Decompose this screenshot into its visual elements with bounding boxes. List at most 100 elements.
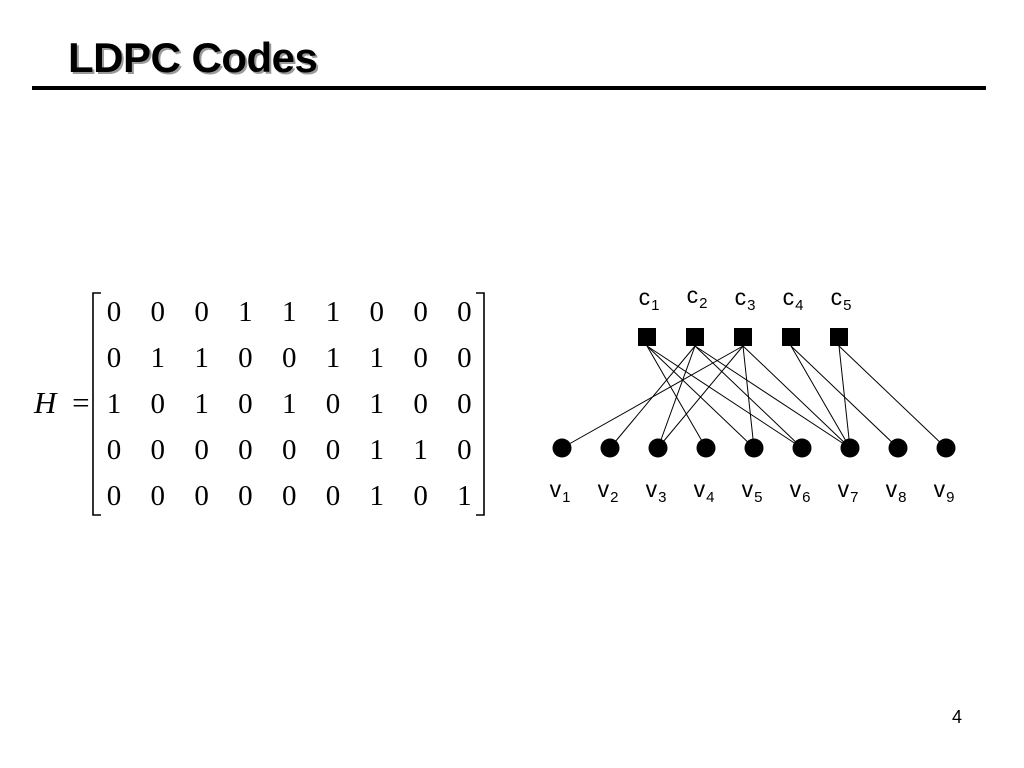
edge-c2-v3: [657, 345, 696, 449]
check-node-label-c1: c1: [639, 284, 660, 314]
matrix-cell: 0: [107, 296, 122, 328]
check-nodes: [638, 328, 848, 346]
matrix-cell: 0: [238, 480, 253, 512]
variable-node-label-v5: v5: [742, 476, 763, 506]
variable-node-label-subscript: 8: [898, 489, 906, 506]
matrix-cell: 1: [457, 480, 472, 512]
variable-node-label-letter: v: [646, 476, 658, 502]
slide-number: 4: [951, 707, 962, 727]
matrix-cell: 1: [413, 434, 428, 466]
variable-node-label-v7: v7: [838, 476, 859, 506]
variable-node-v7: [840, 438, 860, 458]
matrix-cell: 0: [457, 388, 472, 420]
matrix-cell: 0: [107, 434, 122, 466]
variable-node-label-subscript: 1: [562, 489, 570, 506]
edge-c5-v7: [838, 345, 851, 449]
variable-node-v3: [648, 438, 668, 458]
variable-node-label-v4: v4: [694, 476, 715, 506]
check-node-label-subscript: 4: [795, 297, 803, 314]
graph-edges: [561, 345, 947, 449]
matrix-cell: 0: [151, 388, 166, 420]
matrix-cell: 0: [151, 480, 166, 512]
matrix-cell: 0: [413, 342, 428, 374]
edge-c3-v7: [742, 345, 851, 449]
matrix-cell: 0: [238, 388, 253, 420]
variable-node-label-subscript: 7: [850, 489, 858, 506]
matrix-cell: 0: [151, 434, 166, 466]
matrix-cell: 0: [457, 434, 472, 466]
variable-node-label-v9: v9: [934, 476, 955, 506]
check-node-label-c5: c5: [831, 284, 852, 314]
matrix-cell: 1: [326, 342, 341, 374]
matrix-cell: 0: [457, 342, 472, 374]
variable-node-label-letter: v: [790, 476, 802, 502]
equals-sign: =: [72, 385, 89, 420]
svg-text:H =: H =: [33, 385, 90, 420]
variable-node-label-letter: v: [694, 476, 706, 502]
variable-node-label-letter: v: [838, 476, 850, 502]
matrix-cell: 0: [326, 434, 341, 466]
matrix-cell: 0: [194, 296, 209, 328]
check-node-label-letter: c: [687, 282, 699, 308]
variable-node-label-subscript: 5: [754, 489, 762, 506]
edge-c2-v7: [694, 345, 851, 449]
variable-node-label-letter: v: [886, 476, 898, 502]
matrix-cell: 0: [238, 342, 253, 374]
matrix-cell: 0: [413, 296, 428, 328]
matrix-cell: 1: [282, 388, 297, 420]
variable-node-label-v8: v8: [886, 476, 907, 506]
check-node-c3: [734, 328, 752, 346]
check-node-c4: [782, 328, 800, 346]
check-node-label-letter: c: [831, 284, 843, 310]
right-bracket: [476, 292, 485, 516]
edge-c4-v7: [790, 345, 851, 449]
check-node-label-c2: c2: [687, 282, 708, 312]
matrix-symbol: H: [33, 385, 58, 420]
variable-node-label-subscript: 9: [946, 489, 954, 506]
left-bracket: [92, 292, 101, 516]
variable-node-label-letter: v: [598, 476, 610, 502]
matrix-cell: 1: [326, 296, 341, 328]
variable-node-label-v6: v6: [790, 476, 811, 506]
variable-node-label-subscript: 2: [610, 489, 618, 506]
check-node-c5: [830, 328, 848, 346]
variable-nodes: [552, 438, 956, 458]
matrix-cell: 0: [282, 480, 297, 512]
matrix-cell: 0: [107, 342, 122, 374]
matrix-cell: 0: [282, 342, 297, 374]
check-node-label-c3: c3: [735, 284, 756, 314]
variable-node-v2: [600, 438, 620, 458]
matrix-cell: 1: [370, 342, 385, 374]
variable-node-label-subscript: 4: [706, 489, 714, 506]
variable-node-v9: [936, 438, 956, 458]
matrix-cell: 1: [370, 480, 385, 512]
matrix-cell: 1: [107, 388, 122, 420]
matrix-cell: 0: [457, 296, 472, 328]
matrix-cell: 0: [194, 480, 209, 512]
matrix-cell: 0: [326, 388, 341, 420]
matrix-cell: 1: [238, 296, 253, 328]
check-node-label-subscript: 1: [651, 297, 659, 314]
matrix-cell: 0: [413, 388, 428, 420]
variable-node-v1: [552, 438, 572, 458]
variable-node-label-v3: v3: [646, 476, 667, 506]
matrix-cell: 0: [238, 434, 253, 466]
matrix-cell: 1: [194, 388, 209, 420]
variable-node-label-subscript: 3: [658, 489, 666, 506]
variable-node-v5: [744, 438, 764, 458]
variable-node-label-v2: v2: [598, 476, 619, 506]
matrix-cell: 1: [151, 342, 166, 374]
check-node-label-subscript: 3: [747, 297, 755, 314]
edge-c5-v9: [838, 345, 947, 449]
matrix-cell: 0: [194, 434, 209, 466]
slide-title: LDPC Codes: [68, 34, 318, 81]
matrix-cell: 1: [282, 296, 297, 328]
matrix-cell: 0: [326, 480, 341, 512]
matrix-cell: 0: [107, 480, 122, 512]
variable-node-label-letter: v: [742, 476, 754, 502]
